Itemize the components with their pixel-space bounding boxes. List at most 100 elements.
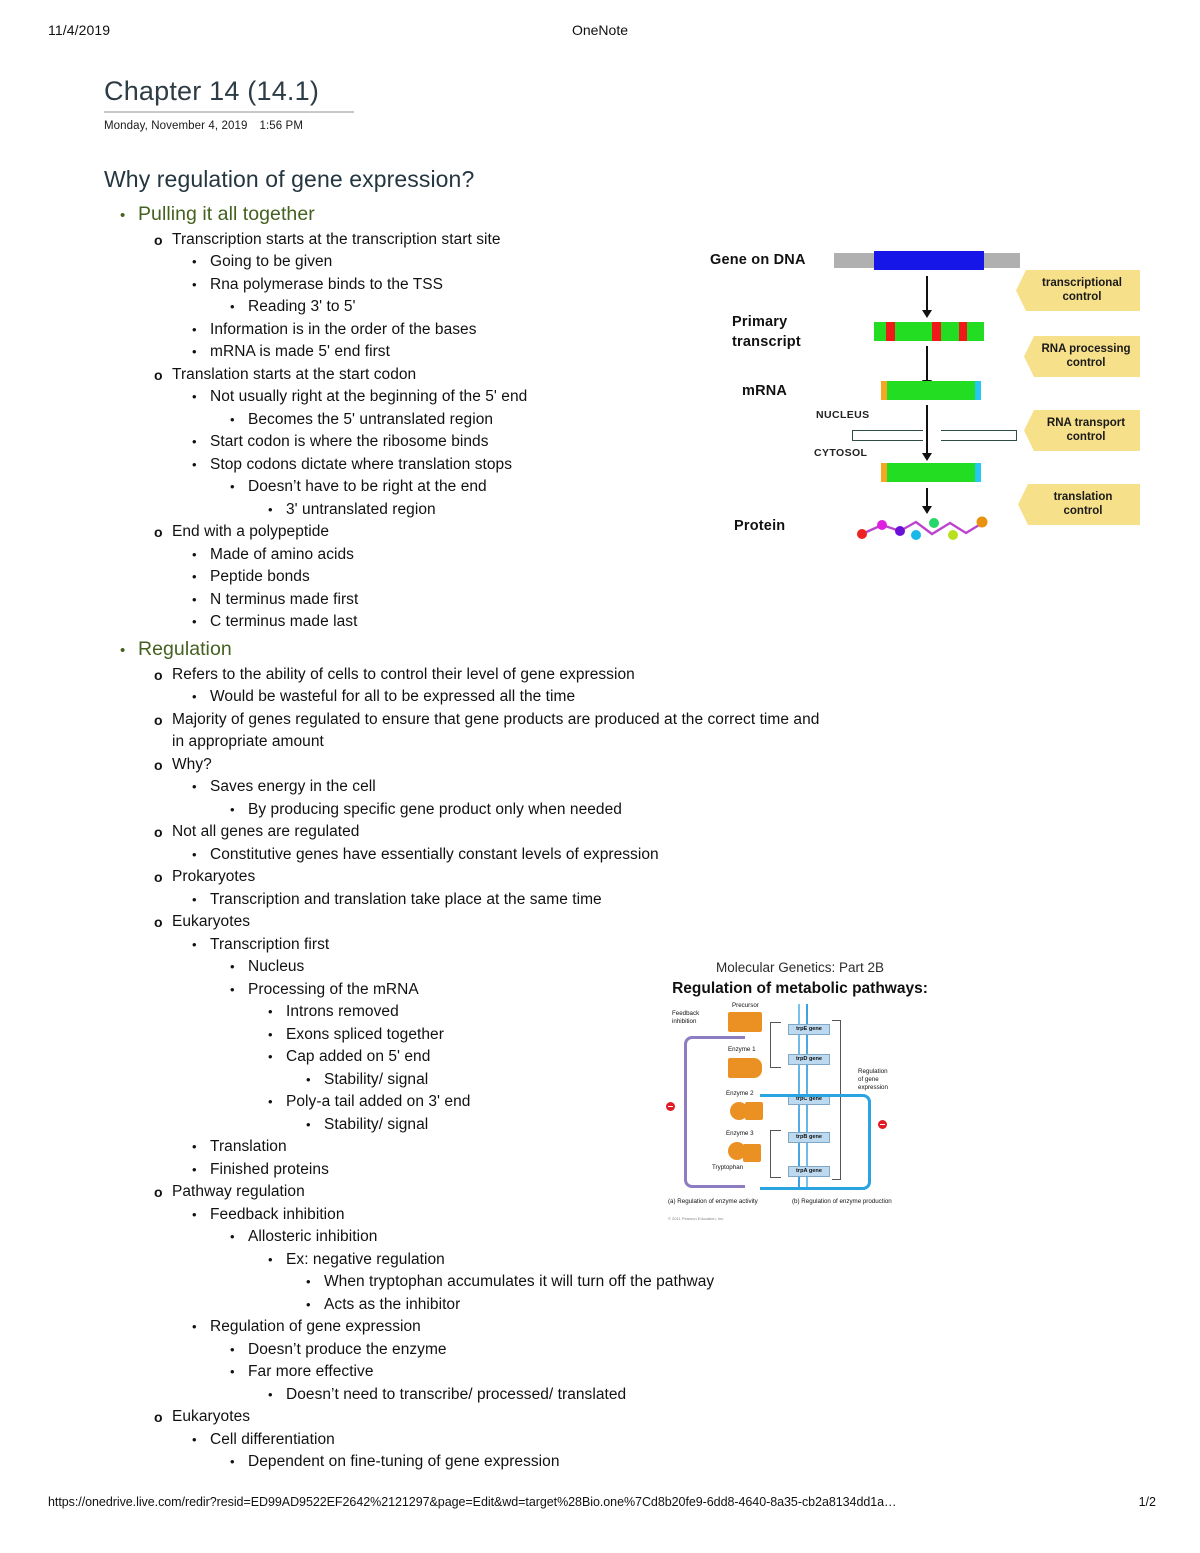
bullet-marker xyxy=(268,1001,286,1024)
dna-exon-segment xyxy=(874,251,984,270)
outline-item-label: Pathway regulation xyxy=(172,1183,305,1201)
outline-item-label: Doesn’t produce the enzyme xyxy=(248,1340,447,1358)
mrna-cap-cytosol xyxy=(881,463,887,482)
bullet-marker xyxy=(230,1361,248,1384)
bullet-marker xyxy=(154,1181,172,1205)
nuclear-membrane-left xyxy=(852,430,923,441)
outline-item: Why? xyxy=(154,754,804,777)
arrow-translation-line xyxy=(926,488,928,510)
bullet-marker xyxy=(192,431,210,454)
outline-item-label: Exons spliced together xyxy=(286,1025,444,1043)
bullet-marker xyxy=(154,754,172,778)
outline-item-label: Stability/ signal xyxy=(324,1115,429,1133)
bullet-marker xyxy=(192,1204,210,1227)
intron-1 xyxy=(886,322,895,341)
outline-item: 3' untranslated region xyxy=(268,499,804,522)
outline-item: Translation xyxy=(192,1136,804,1159)
bullet-marker xyxy=(154,866,172,890)
outline-item: Cap added on 5' end xyxy=(268,1046,804,1069)
note-outline: Why regulation of gene expression? Pulli… xyxy=(104,165,819,1474)
outline-item-label: Rna polymerase binds to the TSS xyxy=(210,275,444,293)
outline-item: Regulation xyxy=(120,634,804,664)
bullet-marker xyxy=(154,911,172,935)
gene-trpB: trpB gene xyxy=(788,1132,830,1143)
label-cytosol: CYTOSOL xyxy=(814,447,868,459)
caption-a: (a) Regulation of enzyme activity xyxy=(668,1198,758,1205)
outline-item-label: Transcription first xyxy=(210,935,330,953)
bullet-marker xyxy=(306,1271,324,1294)
outline-item-label: mRNA is made 5' end first xyxy=(210,343,390,361)
outline-item: Made of amino acids xyxy=(192,544,804,567)
shape-intermediate-2a xyxy=(730,1102,748,1120)
bullet-marker xyxy=(154,1406,172,1430)
gene-trpE: trpE gene xyxy=(788,1024,830,1035)
outline-item-label: Eukaryotes xyxy=(172,1408,251,1426)
bullet-marker xyxy=(268,1024,286,1047)
outline-item-label: Acts as the inhibitor xyxy=(324,1295,461,1313)
figure2-canvas: Precursor Feedback inhibition Enzyme 1 E… xyxy=(650,1002,950,1222)
bullet-marker xyxy=(230,956,248,979)
bullet-marker xyxy=(154,364,172,388)
shape-precursor xyxy=(728,1012,762,1032)
bullet-marker xyxy=(192,566,210,589)
bullet-marker xyxy=(154,229,172,253)
outline-item-label: Majority of genes regulated to ensure th… xyxy=(172,710,820,751)
bullet-marker xyxy=(192,686,210,709)
shape-tryptophan-b xyxy=(743,1144,761,1162)
label-nucleus: NUCLEUS xyxy=(816,409,870,421)
outline-item: Saves energy in the cell xyxy=(192,776,804,799)
outline-item: Becomes the 5' untranslated region xyxy=(230,409,804,432)
outline-item: Transcription and translation take place… xyxy=(192,889,804,912)
bullet-marker xyxy=(192,589,210,612)
outline-item: When tryptophan accumulates it will turn… xyxy=(306,1271,804,1294)
callout-translation-control: translation control xyxy=(1018,484,1140,525)
outline-item-label: Introns removed xyxy=(286,1003,399,1021)
shape-intermediate-2b xyxy=(745,1102,763,1120)
outline-item: Transcription starts at the transcriptio… xyxy=(154,229,804,252)
label-primary-transcript-line1: Primary xyxy=(732,314,788,330)
outline-item: Would be wasteful for all to be expresse… xyxy=(192,686,804,709)
outline-item: Rna polymerase binds to the TSS xyxy=(192,274,804,297)
outline-item-label: Nucleus xyxy=(248,958,305,976)
label-feedback-inhibition: Feedback inhibition xyxy=(672,1010,700,1025)
mrna-body-nucleus xyxy=(887,381,975,400)
label-primary-transcript-line2: transcript xyxy=(732,334,801,350)
bullet-marker xyxy=(192,274,210,297)
bullet-marker xyxy=(230,799,248,822)
arrow-translation-head xyxy=(922,506,932,514)
outline-item-label: Eukaryotes xyxy=(172,913,251,931)
label-tryptophan: Tryptophan xyxy=(712,1164,744,1171)
outline-item-label: Stop codons dictate where translation st… xyxy=(210,455,512,473)
bullet-marker xyxy=(192,889,210,912)
outline-item-label: Regulation of gene expression xyxy=(210,1318,421,1336)
label-protein: Protein xyxy=(734,518,786,534)
outline-item-label: Finished proteins xyxy=(210,1160,329,1178)
bullet-marker xyxy=(230,1451,248,1474)
outline-item-label: Becomes the 5' untranslated region xyxy=(248,410,494,428)
section-heading: Why regulation of gene expression? xyxy=(104,166,475,192)
bullet-marker xyxy=(192,1136,210,1159)
app-name: OneNote xyxy=(571,22,629,38)
outline-item: Allosteric inhibition xyxy=(230,1226,804,1249)
outline-item: Regulation of gene expression xyxy=(192,1316,804,1339)
stop-icon-enzyme-production xyxy=(878,1120,887,1129)
outline-item-label: Allosteric inhibition xyxy=(248,1228,378,1246)
outline-item: Doesn’t produce the enzyme xyxy=(230,1339,804,1362)
label-enzyme-3: Enzyme 3 xyxy=(726,1130,754,1137)
bullet-marker xyxy=(268,1091,286,1114)
outline-item-label: Poly-a tail added on 3' end xyxy=(286,1093,471,1111)
outline-item-label: Doesn’t have to be right at the end xyxy=(248,478,487,496)
shape-intermediate-1 xyxy=(728,1058,762,1078)
intron-2 xyxy=(932,322,941,341)
bullet-marker xyxy=(306,1114,324,1137)
outline-item-label: Stability/ signal xyxy=(324,1070,429,1088)
shape-tryptophan-a xyxy=(728,1142,746,1160)
footer-url: https://onedrive.live.com/redir?resid=ED… xyxy=(48,1495,897,1509)
outline-item: Refers to the ability of cells to contro… xyxy=(154,664,804,687)
outline-item: C terminus made last xyxy=(192,611,804,634)
dna-flank-left xyxy=(834,253,874,268)
bullet-marker xyxy=(120,640,138,663)
outline-item-label: When tryptophan accumulates it will turn… xyxy=(324,1273,715,1291)
